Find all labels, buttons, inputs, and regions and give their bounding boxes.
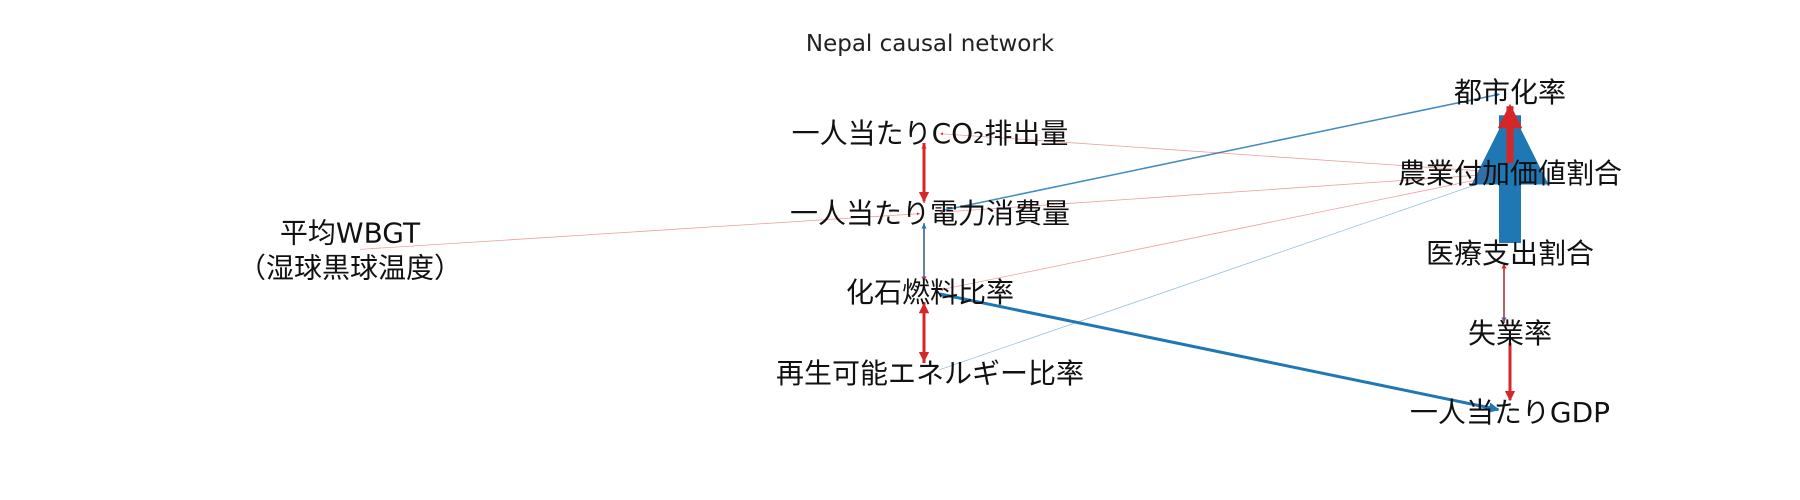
node-elec: 一人当たり電力消費量 — [790, 197, 1070, 230]
node-label-co2: 一人当たりCO₂排出量 — [792, 117, 1069, 150]
node-label-gdp: 一人当たりGDP — [1410, 396, 1610, 429]
node-wbgt: 平均WBGT（湿球黒球温度） — [238, 217, 462, 285]
edge-agri-to-fossil — [939, 174, 1501, 291]
node-label-unemp: 失業率 — [1468, 317, 1552, 350]
node-label-agri: 農業付加価値割合 — [1398, 157, 1622, 190]
edge-agri-to-elec — [940, 173, 1501, 214]
node-agri: 農業付加価値割合 — [1398, 157, 1622, 190]
edge-fossil-to-gdp — [939, 292, 1500, 413]
node-renew: 再生可能エネルギー比率 — [776, 357, 1084, 390]
node-gdp: 一人当たりGDP — [1410, 396, 1610, 429]
diagram-title: Nepal causal network — [806, 31, 1055, 57]
node-label-renew: 再生可能エネルギー比率 — [776, 357, 1084, 390]
edge-agri-to-co2 — [940, 132, 1501, 173]
node-label-urban: 都市化率 — [1454, 76, 1566, 109]
node-unemp: 失業率 — [1468, 317, 1552, 350]
node-co2: 一人当たりCO₂排出量 — [792, 117, 1069, 150]
edge-wbgt-to-elec — [359, 212, 920, 250]
node-label-health: 医療支出割合 — [1426, 237, 1594, 270]
node-urban: 都市化率 — [1454, 76, 1566, 109]
edge-elec-to-urban — [939, 92, 1500, 212]
node-label-fossil: 化石燃料比率 — [846, 276, 1014, 309]
node-label-wbgt-line-1: 平均WBGT — [280, 217, 421, 250]
node-health: 医療支出割合 — [1426, 237, 1594, 270]
node-fossil: 化石燃料比率 — [846, 276, 1014, 309]
edge-renew-to-agri — [939, 175, 1501, 371]
node-label-elec: 一人当たり電力消費量 — [790, 197, 1070, 230]
edges-layer — [359, 92, 1549, 413]
nodes-layer: 都市化率一人当たりCO₂排出量農業付加価値割合一人当たり電力消費量平均WBGT（… — [238, 76, 1622, 429]
node-label-wbgt-line-2: （湿球黒球温度） — [238, 252, 462, 285]
